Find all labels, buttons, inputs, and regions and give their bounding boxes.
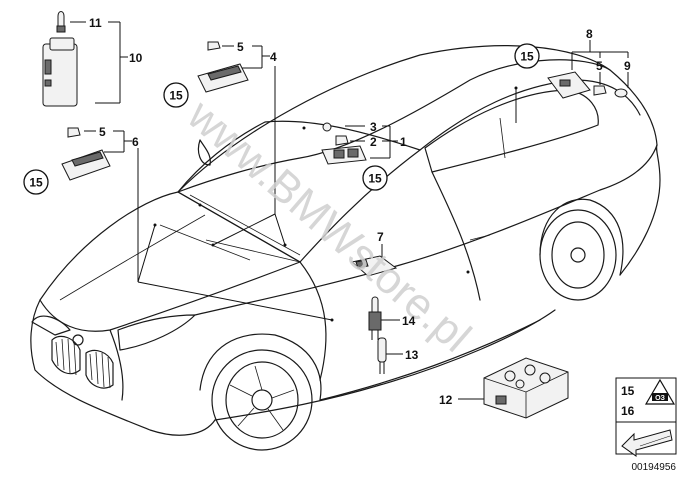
circled-15-left-top: 15: [163, 82, 189, 108]
circled-15-label: 15: [520, 50, 534, 64]
circled-15-right: 15: [514, 43, 540, 69]
legend-box: 15 16 ОЗ 00194956: [615, 377, 677, 473]
part-door-light-7: [350, 255, 398, 277]
part-reading-light-1: [321, 145, 367, 165]
part-lamp-housing-10: [42, 37, 78, 107]
callout-13: 13: [405, 348, 419, 362]
circled-15-group: 15 15 15 15: [23, 43, 540, 195]
callout-9: 9: [624, 59, 631, 73]
callout-4: 4: [270, 50, 277, 64]
arrow-icon: [621, 429, 673, 457]
legend-16: 16: [621, 404, 635, 418]
callout-7: 7: [377, 230, 384, 244]
callout-14: 14: [402, 314, 416, 328]
leader-lines: [70, 21, 629, 400]
part-bulb-14: [368, 296, 382, 340]
part-bulb-11: [56, 11, 66, 33]
part-bulb-5b: [67, 127, 81, 138]
callout-8: 8: [586, 27, 593, 41]
diagram-id: 00194956: [632, 462, 677, 473]
callout-5-right: 5: [596, 59, 603, 73]
circled-15-label: 15: [29, 176, 43, 190]
callout-labels: 11 10 5 4 5 6 3 2 1 8 5 9 7 14 13 12: [89, 16, 631, 407]
callout-1: 1: [400, 135, 407, 149]
part-bulbs-5-9: [593, 85, 628, 98]
callout-2: 2: [370, 135, 377, 149]
part-bulb-5a: [207, 41, 221, 51]
callout-12: 12: [439, 393, 453, 407]
circled-15-label: 15: [368, 172, 382, 186]
callout-5-left: 5: [99, 125, 106, 139]
callout-3: 3: [370, 120, 377, 134]
legend-15: 15: [621, 384, 635, 398]
warning-triangle-icon: ОЗ: [644, 378, 676, 405]
legend-badge: ОЗ: [655, 395, 665, 402]
part-bulb-13: [377, 337, 387, 374]
part-interior-light-4: [197, 63, 249, 93]
callout-6: 6: [132, 135, 139, 149]
circled-15-left-bottom: 15: [23, 169, 49, 195]
circled-15-label: 15: [169, 89, 183, 103]
part-bulbs-2-3: [322, 122, 349, 146]
callout-10: 10: [129, 51, 143, 65]
callout-11: 11: [89, 16, 102, 30]
part-rear-light-8: [547, 71, 591, 99]
car-outline: [30, 45, 661, 451]
callout-5-top: 5: [237, 40, 244, 54]
part-repair-box-12: [483, 357, 569, 419]
part-interior-light-6: [61, 149, 111, 181]
circled-15-center: 15: [362, 165, 388, 191]
